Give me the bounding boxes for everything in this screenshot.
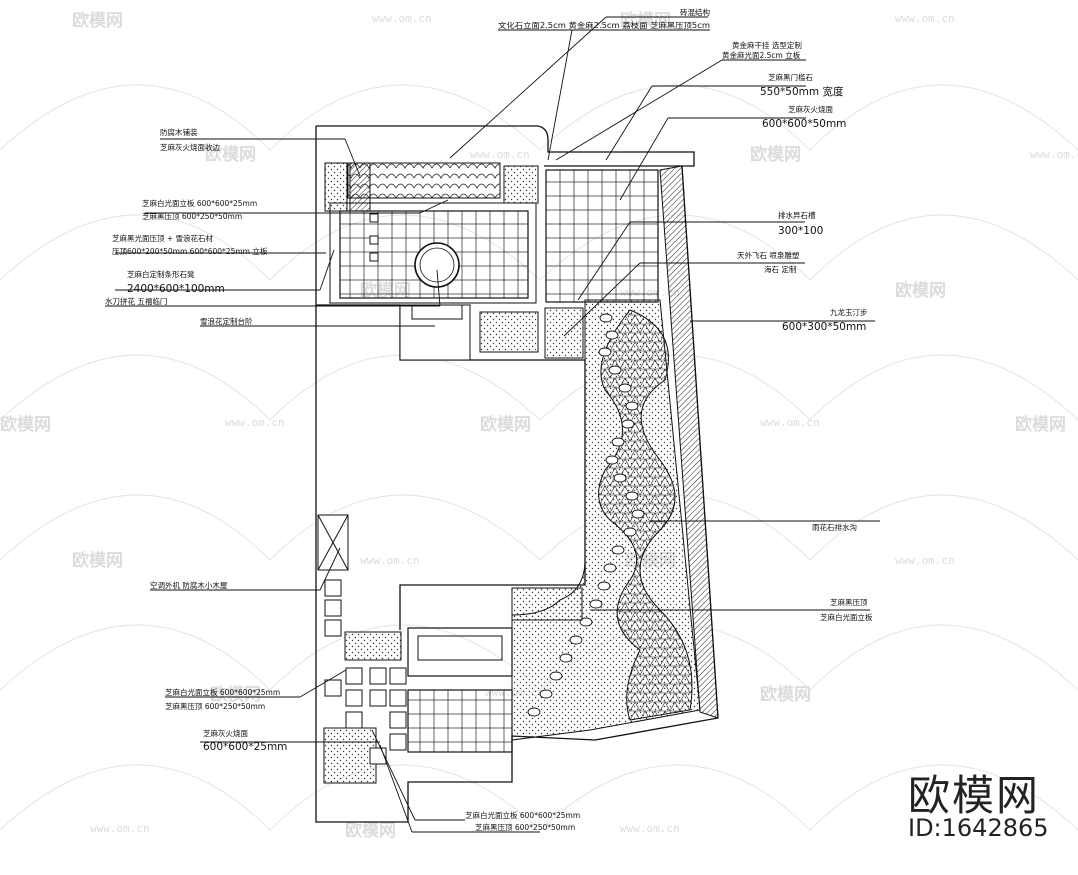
svg-text:芝麻黑压顶: 芝麻黑压顶 — [830, 597, 868, 607]
svg-text:黄金麻干挂 选型定制: 黄金麻干挂 选型定制 — [732, 40, 802, 50]
svg-text:芝麻白光面立板 600*600*25mm: 芝麻白光面立板 600*600*25mm — [142, 198, 257, 208]
svg-text:芝麻黑压顶 600*250*50mm: 芝麻黑压顶 600*250*50mm — [142, 211, 242, 221]
fountain-circle — [414, 242, 460, 288]
svg-text:600*600*50mm: 600*600*50mm — [762, 118, 846, 130]
svg-text:欧模网: 欧模网 — [750, 144, 801, 165]
svg-text:欧模网: 欧模网 — [895, 280, 946, 301]
lower-feature — [407, 627, 513, 677]
svg-text:www.om.cn: www.om.cn — [372, 12, 432, 25]
stone-bench-a — [479, 311, 539, 353]
svg-text:2400*600*100mm: 2400*600*100mm — [127, 283, 225, 295]
svg-text:空调外机 防腐木小木屋: 空调外机 防腐木小木屋 — [150, 580, 228, 590]
svg-text:欧模网: 欧模网 — [210, 684, 261, 705]
brand-logo: 欧模网 — [908, 771, 1041, 820]
svg-text:www.om.cn: www.om.cn — [90, 822, 150, 835]
svg-text:雪浪花定制台阶: 雪浪花定制台阶 — [200, 316, 253, 326]
svg-text:天外飞石 喷泉雕塑: 天外飞石 喷泉雕塑 — [737, 250, 800, 260]
svg-text:www.om.cn: www.om.cn — [225, 416, 285, 429]
svg-text:欧模网: 欧模网 — [0, 414, 51, 435]
lower-gravel — [323, 727, 377, 784]
svg-text:文化石立面2.5cm 黄金麻2.5cm 荔枝面 芝麻黑压顶5: 文化石立面2.5cm 黄金麻2.5cm 荔枝面 芝麻黑压顶5cm — [498, 20, 710, 30]
stone-block-top — [503, 165, 539, 204]
svg-text:芝麻黑门槛石: 芝麻黑门槛石 — [768, 72, 813, 82]
svg-text:300*100: 300*100 — [778, 225, 823, 237]
svg-text:防腐木铺装: 防腐木铺装 — [160, 127, 198, 137]
stepping-stones — [527, 313, 645, 717]
stone-wall-left — [324, 162, 348, 212]
svg-text:600*600*25mm: 600*600*25mm — [203, 741, 287, 753]
svg-text:芝麻灰火烧面: 芝麻灰火烧面 — [203, 728, 248, 738]
svg-text:水刀拼花 五福临门: 水刀拼花 五福临门 — [105, 296, 167, 306]
labels-bottom: 芝麻白光面立板 600*600*25mm 芝麻黑压顶 600*250*50mm — [465, 810, 580, 832]
drain-ditch — [659, 165, 719, 719]
svg-text:海石 定制: 海石 定制 — [764, 264, 796, 274]
svg-text:www.om.cn: www.om.cn — [620, 822, 680, 835]
svg-text:芝麻白定制条形石凳: 芝麻白定制条形石凳 — [127, 269, 195, 279]
svg-text:www.om.cn: www.om.cn — [1030, 148, 1078, 161]
labels-top: 砖混结构 文化石立面2.5cm 黄金麻2.5cm 荔枝面 芝麻黑压顶5cm 黄金… — [498, 7, 846, 130]
paver-squares — [324, 579, 407, 765]
svg-text:600*300*50mm: 600*300*50mm — [782, 321, 866, 333]
svg-text:欧模网: 欧模网 — [620, 10, 671, 31]
svg-text:www.om.cn: www.om.cn — [760, 416, 820, 429]
steps — [399, 304, 471, 361]
stone-band-top — [347, 162, 501, 199]
svg-text:欧模网: 欧模网 — [72, 550, 123, 571]
svg-text:雨花石排水沟: 雨花石排水沟 — [812, 522, 857, 532]
wood-strip — [349, 162, 371, 212]
svg-text:芝麻白光面立板 600*600*25mm: 芝麻白光面立板 600*600*25mm — [165, 687, 280, 697]
svg-text:压顶600*200*50mm 600*600*25mm 立板: 压顶600*200*50mm 600*600*25mm 立板 — [112, 246, 268, 256]
svg-text:www.om.cn: www.om.cn — [895, 12, 955, 25]
watermark-logos: 欧模网 www.om.cn 欧模网 www.om.cn 欧模网 www.om.c… — [0, 10, 1078, 841]
labels-left-bottom: 空调外机 防腐木小木屋 芝麻白光面立板 600*600*25mm 芝麻黑压顶 6… — [150, 580, 287, 753]
svg-text:芝麻灰火烧面收边: 芝麻灰火烧面收边 — [160, 142, 220, 152]
svg-text:550*50mm 宽度: 550*50mm 宽度 — [760, 85, 844, 98]
svg-text:www.om.cn: www.om.cn — [470, 148, 530, 161]
stone-bench-c — [511, 587, 583, 621]
pool-frame — [329, 202, 537, 304]
svg-text:芝麻黑压顶 600*250*50mm: 芝麻黑压顶 600*250*50mm — [475, 822, 575, 832]
svg-text:排水异石槽: 排水异石槽 — [778, 210, 816, 220]
svg-text:欧模网: 欧模网 — [760, 684, 811, 705]
labels-left-top: 防腐木铺装 芝麻灰火烧面收边 芝麻白光面立板 600*600*25mm 芝麻黑压… — [105, 127, 268, 326]
labels-right: 排水异石槽 300*100 天外飞石 喷泉雕塑 海石 定制 九龙玉汀步 600*… — [737, 210, 873, 622]
svg-text:欧模网: 欧模网 — [205, 144, 256, 165]
svg-text:芝麻白光面立板 600*600*25mm: 芝麻白光面立板 600*600*25mm — [465, 810, 580, 820]
svg-text:欧模网: 欧模网 — [480, 414, 531, 435]
svg-text:芝麻黑压顶 600*250*50mm: 芝麻黑压顶 600*250*50mm — [165, 701, 265, 711]
svg-text:芝麻黑光面压顶 + 雪浪花石材: 芝麻黑光面压顶 + 雪浪花石材 — [112, 233, 214, 243]
svg-text:欧模网: 欧模网 — [345, 820, 396, 841]
lower-tiles — [407, 689, 513, 753]
svg-text:欧模网: 欧模网 — [1015, 414, 1066, 435]
stone-bench-d — [344, 631, 402, 661]
stone-bench-b — [544, 307, 584, 359]
tiled-terrace — [545, 169, 659, 303]
svg-text:黄金麻光面2.5cm 立板: 黄金麻光面2.5cm 立板 — [722, 50, 801, 60]
svg-text:www.om.cn: www.om.cn — [360, 554, 420, 567]
svg-text:砖混结构: 砖混结构 — [680, 7, 710, 17]
brand-id: ID:1642865 — [908, 814, 1049, 842]
svg-text:芝麻灰火烧面: 芝麻灰火烧面 — [788, 104, 833, 114]
leader-lines — [105, 16, 880, 833]
svg-text:芝麻白光面立板: 芝麻白光面立板 — [820, 612, 873, 622]
svg-text:欧模网: 欧模网 — [72, 10, 123, 31]
svg-text:九龙玉汀步: 九龙玉汀步 — [830, 307, 868, 317]
svg-text:www.om.cn: www.om.cn — [895, 554, 955, 567]
